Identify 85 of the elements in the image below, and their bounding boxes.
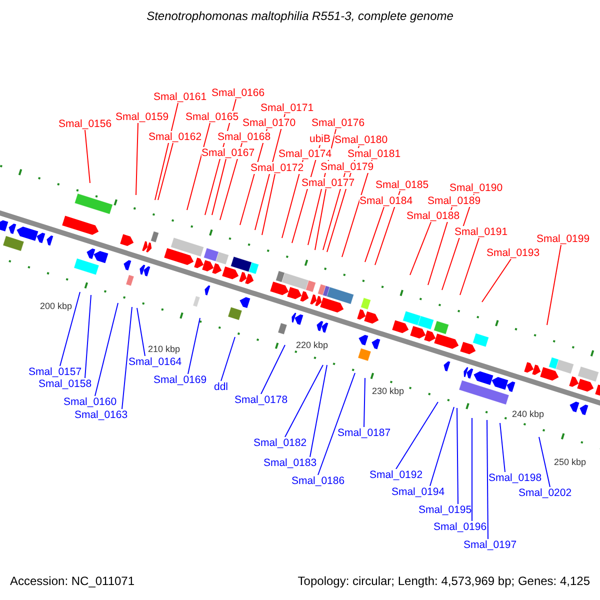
leader-line	[84, 130, 90, 184]
leader-line	[154, 102, 178, 200]
gene-label: Smal_0161	[153, 91, 207, 103]
gene-label: Smal_0185	[375, 179, 429, 191]
gene-label: Smal_0159	[115, 111, 169, 123]
scale-label: 240 kbp	[512, 409, 544, 419]
gene-label: Smal_0157	[28, 366, 82, 378]
gene-label: Smal_0198	[488, 472, 542, 484]
scale-label: 230 kbp	[372, 386, 404, 396]
gene-label: Smal_0166	[211, 87, 265, 99]
gene-label: Smal_0189	[427, 195, 481, 207]
leader-line	[482, 258, 512, 302]
gene-label: Smal_0169	[153, 374, 207, 386]
gene-label: Smal_0178	[234, 394, 288, 406]
leader-line	[136, 122, 138, 196]
leader-line	[188, 318, 200, 374]
leader-line	[212, 158, 226, 216]
leader-line	[158, 142, 174, 200]
scale-label: 200 kbp	[40, 301, 72, 311]
leader-line	[456, 408, 458, 504]
gene-label: Smal_0162	[148, 131, 202, 143]
gene-label: Smal_0181	[347, 148, 401, 160]
leader-line	[84, 294, 92, 378]
gene-label: Smal_0182	[253, 437, 307, 449]
gene-label: Smal_0187	[337, 427, 391, 439]
footer-text: Topology: circular; Length: 4,573,969 bp; Genes: 4,125	[298, 574, 590, 588]
gene-label: Smal_0193	[486, 247, 540, 259]
leader-line	[186, 122, 210, 210]
gene-label: Smal_0160	[63, 396, 117, 408]
leader-line	[94, 302, 118, 396]
leader-line	[60, 292, 80, 366]
gene-label: Smal_0199	[536, 233, 590, 245]
leader-line	[410, 222, 432, 276]
gene-label: Smal_0184	[359, 195, 413, 207]
leader-line	[122, 306, 132, 410]
leader-line	[262, 174, 276, 236]
leader-line	[460, 238, 480, 296]
leader-line	[486, 420, 488, 540]
gene-label: Smal_0194	[391, 486, 445, 498]
scale-label: 220 kbp	[296, 340, 328, 350]
leader-line	[260, 344, 286, 394]
gene-label: Smal_0180	[334, 134, 388, 146]
gene-label: Smal_0186	[291, 475, 345, 487]
gene-label: Smal_0158	[38, 378, 92, 390]
leader-line	[430, 406, 454, 486]
gene-label: Smal_0174	[278, 148, 332, 160]
leader-line	[364, 378, 366, 428]
leader-line	[546, 244, 562, 326]
footer-text: Accession: NC_011071	[10, 574, 135, 588]
gene-label: Smal_0196	[433, 521, 487, 533]
leader-line	[220, 336, 236, 382]
gene-label: Smal_0167	[201, 147, 255, 159]
gene-label: Smal_0171	[260, 102, 314, 114]
leader-line	[314, 188, 326, 250]
gene-label: Smal_0202	[518, 487, 572, 499]
gene-label: Smal_0176	[311, 117, 365, 129]
map-title: Stenotrophomonas maltophilia R551-3, complete genome	[146, 9, 454, 23]
gene-label: Smal_0172	[250, 162, 304, 174]
gene-label: Smal_0165	[185, 111, 239, 123]
leader-line	[284, 364, 324, 438]
gene-label: Smal_0156	[58, 118, 112, 130]
gene-label: Smal_0188	[406, 210, 460, 222]
gene-label: Smal_0190	[449, 182, 503, 194]
gene-label: Smal_0191	[454, 226, 508, 238]
gene-label: ddl	[214, 381, 228, 393]
gene-label: ubiB	[310, 133, 330, 145]
scale-label: 210 kbp	[148, 344, 180, 354]
gene-label: Smal_0168	[217, 131, 271, 143]
leader-line	[500, 422, 506, 472]
gene-label: Smal_0192	[369, 469, 423, 481]
leader-line	[364, 206, 384, 262]
gene-label: Smal_0163	[74, 409, 128, 421]
gene-label: Smal_0179	[320, 161, 374, 173]
gene-label: Smal_0197	[463, 539, 517, 551]
leader-line	[318, 372, 356, 476]
leader-line	[136, 308, 146, 356]
gene-label: Smal_0177	[301, 177, 355, 189]
leader-line	[538, 436, 550, 488]
gene-label: Smal_0195	[418, 504, 472, 516]
gene-label: Smal_0183	[263, 457, 317, 469]
scale-label: 250 kbp	[554, 457, 586, 467]
gene-label: Smal_0170	[242, 117, 296, 129]
leader-line	[396, 402, 438, 470]
leader-line	[310, 364, 328, 458]
gene-label: Smal_0164	[128, 356, 182, 368]
